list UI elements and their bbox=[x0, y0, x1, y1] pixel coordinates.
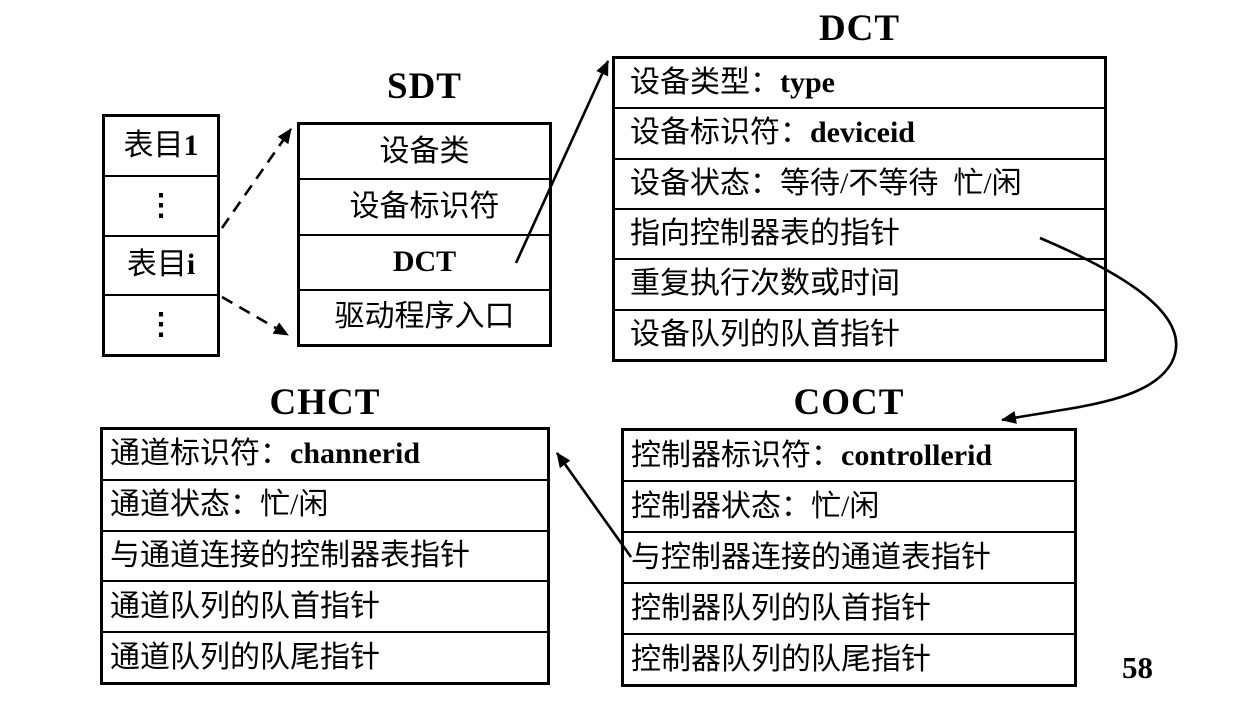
sdt-row-label: 驱动程序入口 bbox=[334, 300, 515, 334]
dct-table: 设备类型：type 设备标识符：deviceid 设备状态：等待/不等待 忙/闲… bbox=[612, 56, 1107, 362]
coct-row: 与控制器连接的通道表指针 bbox=[624, 531, 1074, 582]
chct-table: 通道标识符：channerid 通道状态：忙/闲 与通道连接的控制器表指针 通道… bbox=[100, 427, 550, 685]
sdt-table: 设备类 设备标识符 DCT 驱动程序入口 bbox=[297, 122, 552, 347]
vertical-ellipsis-icon: ⋮ bbox=[146, 308, 176, 342]
coct-row: 控制器队列的队首指针 bbox=[624, 582, 1074, 633]
dct-row-value: deviceid bbox=[810, 116, 915, 150]
sdt-row: 设备类 bbox=[300, 125, 549, 178]
vertical-ellipsis-icon: ⋮ bbox=[146, 188, 176, 222]
dct-row-label: 指向控制器表的指针 bbox=[630, 217, 900, 251]
dct-row-label: 重复执行次数或时间 bbox=[630, 267, 900, 301]
entry-row-value: i bbox=[186, 248, 196, 282]
dct-row-label: 设备状态：等待/不等待 忙/闲 bbox=[630, 166, 1022, 200]
sdt-row: 设备标识符 bbox=[300, 178, 549, 233]
dct-row: 设备状态：等待/不等待 忙/闲 bbox=[615, 157, 1104, 208]
dct-row: 设备队列的队首指针 bbox=[615, 308, 1104, 359]
sdt-row-label: 设备标识符 bbox=[349, 189, 500, 223]
dct-row-label: 设备类型： bbox=[630, 66, 780, 100]
chct-row: 通道队列的队尾指针 bbox=[103, 631, 547, 682]
dct-row: 设备类型：type bbox=[615, 59, 1104, 107]
entry-row-ellipsis: ⋮ bbox=[105, 294, 217, 354]
chct-row-label: 通道队列的队首指针 bbox=[110, 589, 380, 623]
page-number: 58 bbox=[1122, 650, 1153, 685]
entry-row-value: 1 bbox=[183, 128, 199, 162]
dct-row-label: 设备标识符： bbox=[630, 116, 810, 150]
coct-row-value: controllerid bbox=[841, 438, 993, 472]
entry-i-to-sdt-bottom-dashed-arrow bbox=[221, 295, 289, 337]
dct-row: 指向控制器表的指针 bbox=[615, 207, 1104, 258]
coct-row-label: 控制器状态：忙/闲 bbox=[631, 489, 880, 523]
coct-row: 控制器状态：忙/闲 bbox=[624, 480, 1074, 531]
coct-row: 控制器队列的队尾指针 bbox=[624, 633, 1074, 684]
chct-row-label: 通道队列的队尾指针 bbox=[110, 640, 380, 674]
sdt-row-label: 设备类 bbox=[379, 134, 470, 168]
dct-row: 重复执行次数或时间 bbox=[615, 258, 1104, 308]
entry-row-ellipsis: ⋮ bbox=[105, 174, 217, 235]
chct-title: CHCT bbox=[269, 382, 381, 423]
coct-row-label: 控制器队列的队首指针 bbox=[631, 591, 931, 625]
dct-row-value: type bbox=[780, 66, 835, 100]
coct-row: 控制器标识符：controllerid bbox=[624, 431, 1074, 480]
chct-row: 通道队列的队首指针 bbox=[103, 580, 547, 631]
entry-row-label: 表目 bbox=[126, 248, 187, 282]
chct-row: 通道标识符：channerid bbox=[103, 430, 547, 479]
sdt-row-dct: DCT bbox=[300, 233, 549, 289]
coct-title: COCT bbox=[793, 382, 905, 423]
chct-row-label: 通道状态：忙/闲 bbox=[110, 488, 329, 522]
sdt-row-value: DCT bbox=[392, 245, 457, 279]
chct-row: 与通道连接的控制器表指针 bbox=[103, 529, 547, 581]
sdt-title: SDT bbox=[387, 66, 462, 107]
chct-row-value: channerid bbox=[290, 437, 421, 471]
entry-i-to-sdt-top-dashed-arrow bbox=[220, 128, 293, 229]
dct-title: DCT bbox=[818, 8, 901, 49]
chct-row-label: 与通道连接的控制器表指针 bbox=[110, 538, 470, 572]
chct-row: 通道状态：忙/闲 bbox=[103, 478, 547, 530]
coct-pointer-to-chct-arrow bbox=[555, 452, 633, 558]
chct-row-label: 通道标识符： bbox=[110, 437, 290, 471]
sdt-row: 驱动程序入口 bbox=[300, 288, 549, 344]
coct-row-label: 控制器标识符： bbox=[631, 438, 841, 472]
dct-row: 设备标识符：deviceid bbox=[615, 107, 1104, 157]
entry-row-label: 表目 bbox=[123, 128, 184, 162]
dct-row-label: 设备队列的队首指针 bbox=[630, 317, 900, 351]
coct-row-label: 控制器队列的队尾指针 bbox=[631, 642, 931, 676]
coct-row-label: 与控制器连接的通道表指针 bbox=[631, 540, 991, 574]
coct-table: 控制器标识符：controllerid 控制器状态：忙/闲 与控制器连接的通道表… bbox=[621, 428, 1077, 687]
